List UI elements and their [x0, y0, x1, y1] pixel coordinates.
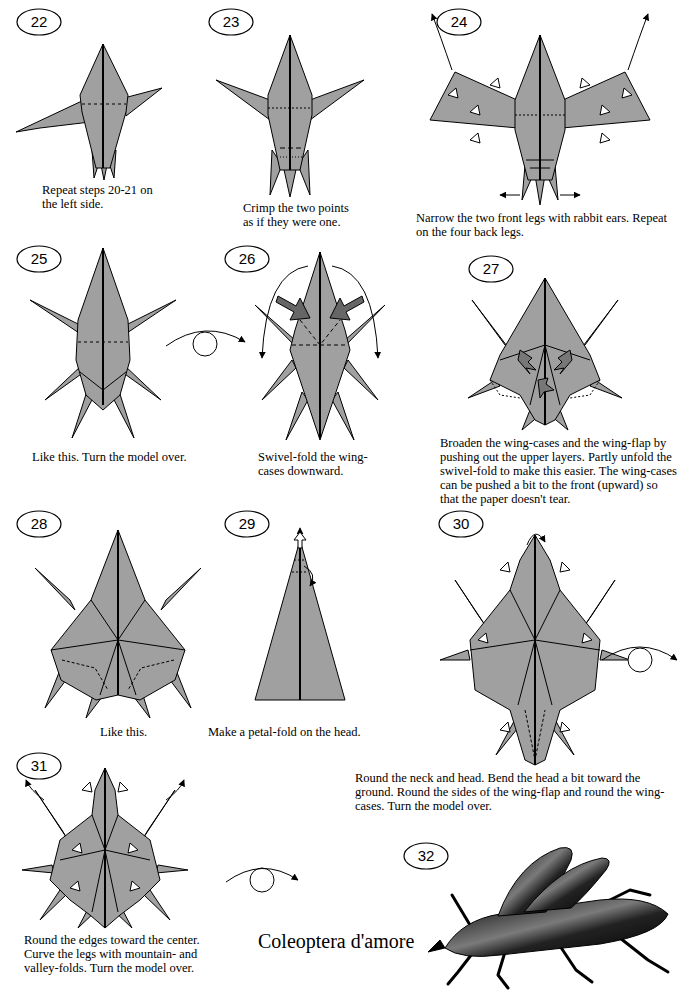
step-23-figure: [216, 35, 364, 197]
step-number: 32: [418, 847, 435, 865]
step-number-oval: 24: [436, 8, 482, 36]
step-26-figure: [255, 252, 385, 440]
step-number: 23: [223, 13, 240, 31]
step-number-oval: 30: [438, 510, 484, 538]
step-caption: Repeat steps 20-21 on the left side.: [42, 183, 154, 211]
step-number-oval: 26: [224, 245, 270, 273]
step-30-figure: [440, 534, 630, 765]
finished-beetle: [428, 848, 668, 989]
step-number: 25: [31, 250, 48, 268]
step-number-oval: 28: [16, 510, 62, 538]
step-number-oval: 29: [224, 510, 270, 538]
step-caption: Like this.: [100, 725, 190, 739]
step-caption: Round the edges toward the center. Curve…: [24, 933, 229, 975]
step-number-oval: 32: [403, 842, 449, 870]
step-number-oval: 23: [208, 8, 254, 36]
step-caption: Crimp the two points as if they were one…: [243, 201, 361, 229]
step-31-figure: [22, 768, 188, 928]
step-28-figure: [35, 530, 201, 718]
step-caption: Swivel-fold the wing-cases downward.: [258, 450, 383, 478]
turn-over-symbol: [226, 868, 298, 892]
step-number: 29: [239, 515, 256, 533]
step-22-figure: [16, 44, 162, 180]
step-25-figure: [30, 248, 176, 438]
step-number: 31: [31, 757, 48, 775]
step-caption: Round the neck and head. Bend the head a…: [355, 771, 675, 813]
turn-over-symbol: [166, 331, 245, 356]
step-number: 27: [483, 260, 500, 278]
turn-over-symbol: [602, 647, 677, 672]
step-caption: Like this. Turn the model over.: [32, 450, 212, 464]
step-caption: Broaden the wing-cases and the wing-flap…: [440, 436, 678, 506]
step-number: 22: [31, 13, 48, 31]
step-number-oval: 27: [468, 255, 514, 283]
step-number: 26: [239, 250, 256, 268]
step-number-oval: 22: [16, 8, 62, 36]
step-number: 28: [31, 515, 48, 533]
step-29-figure: [255, 528, 345, 700]
step-27-figure: [468, 278, 622, 430]
step-number: 30: [453, 515, 470, 533]
step-number-oval: 31: [16, 752, 62, 780]
step-24-figure: [430, 14, 650, 205]
step-number-oval: 25: [16, 245, 62, 273]
step-number: 24: [451, 13, 468, 31]
model-title: Coleoptera d'amore: [258, 930, 414, 953]
step-caption: Narrow the two front legs with rabbit ea…: [416, 211, 678, 239]
step-caption: Make a petal-fold on the head.: [208, 725, 408, 739]
